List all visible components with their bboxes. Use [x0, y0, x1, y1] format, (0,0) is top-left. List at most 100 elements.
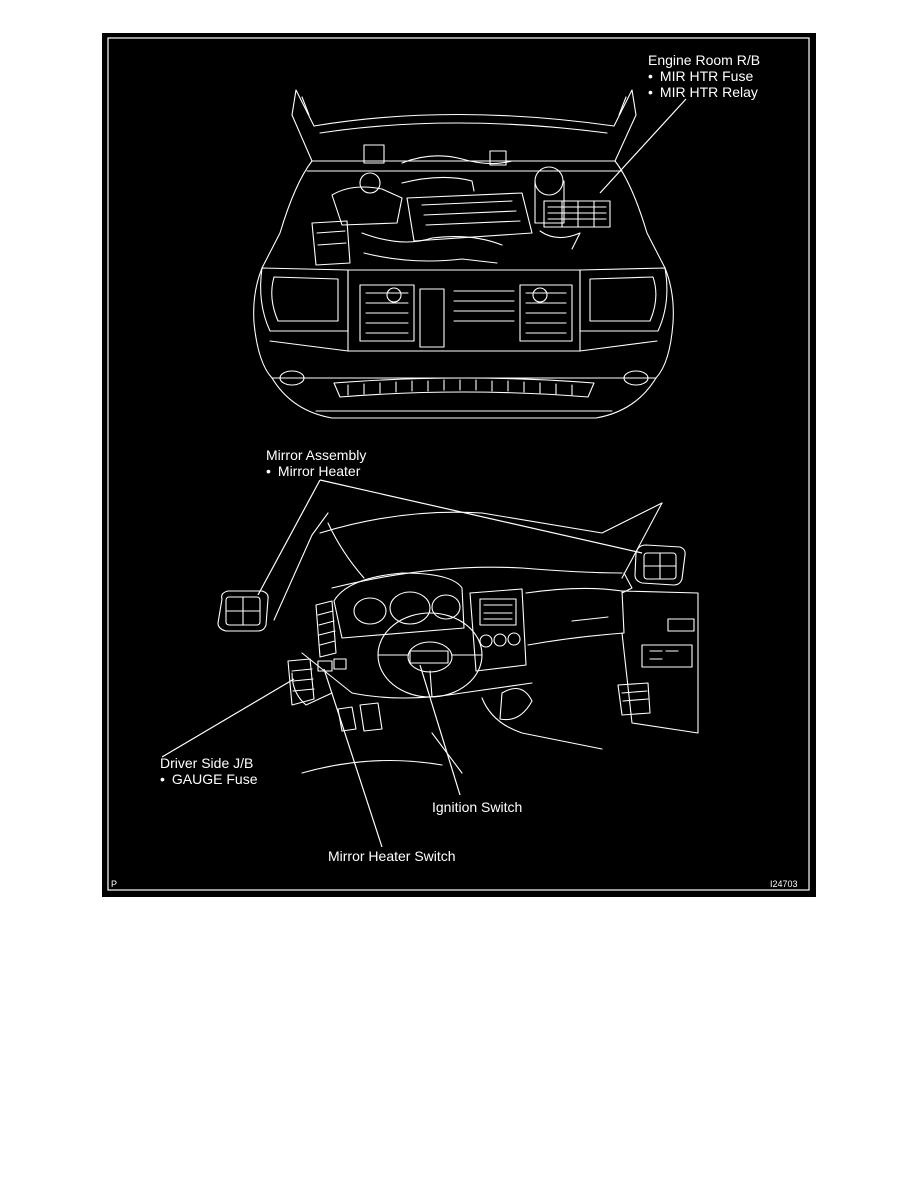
- floor-line: [481, 697, 603, 750]
- leader-ignition-switch: [419, 664, 461, 796]
- engine-intake-ribs: [421, 200, 521, 226]
- corner-code: P: [111, 879, 118, 889]
- leader-mirror-left: [257, 479, 321, 596]
- instrument-cluster-hood: [333, 572, 465, 639]
- gauge-right: [431, 594, 461, 620]
- ignition-switch-component: [409, 650, 449, 664]
- mirror-left-housing: [217, 590, 269, 632]
- battery: [311, 220, 351, 266]
- vehicle-front-illustration: [253, 89, 674, 419]
- mir-htr-fuse-item: MIR HTR Fuse: [648, 68, 760, 84]
- leader-mirror-heater-switch: [323, 668, 383, 848]
- door-handle-right: [667, 618, 695, 632]
- seat-edge: [301, 760, 443, 774]
- headlight-left: [260, 267, 349, 332]
- battery-detail: [316, 230, 347, 246]
- figure-id: I24703: [770, 879, 798, 889]
- engine-room-rb-component: [543, 200, 611, 228]
- bumper-lower: [271, 377, 657, 419]
- a-pillar-right: [621, 502, 663, 579]
- reservoir: [534, 180, 565, 224]
- leader-lines: [161, 98, 687, 848]
- engine-block: [406, 192, 533, 242]
- gauge-left: [353, 597, 387, 625]
- door-speaker: [617, 682, 651, 716]
- ignition-switch-label: Ignition Switch: [432, 799, 523, 815]
- pillar-inner-left: [327, 522, 365, 579]
- condenser-fins-left: [365, 292, 409, 334]
- condenser-left: [359, 284, 415, 342]
- glovebox-handle: [571, 616, 609, 622]
- hose-2: [401, 176, 475, 192]
- mirror-assembly-title: Mirror Assembly: [266, 447, 367, 463]
- component-location-diagram: [107, 37, 810, 891]
- condenser-fins-right: [525, 292, 567, 334]
- engine-part: [363, 144, 385, 164]
- door-speaker-grille: [621, 690, 649, 702]
- dashboard-illustration: [217, 502, 699, 774]
- lower-grille-slats: [347, 379, 573, 396]
- headlight-left-lens: [271, 276, 339, 322]
- fog-light-left: [279, 370, 305, 386]
- hood-right-edge: [613, 89, 637, 162]
- mirror-heater-switch-component: [317, 660, 333, 672]
- hvac-knob-1: [479, 634, 493, 648]
- hood-struts: [301, 96, 627, 116]
- radiator-core: [419, 288, 445, 348]
- radio-buttons: [483, 604, 513, 620]
- engine-part: [489, 150, 507, 166]
- headlight-right-lens: [589, 276, 657, 322]
- pedal-2: [359, 702, 383, 732]
- relay-block-base: [539, 230, 581, 250]
- mirror-assembly-label: Mirror Assembly Mirror Heater: [266, 447, 366, 479]
- gauge-center: [389, 591, 431, 625]
- horn-left: [386, 287, 402, 303]
- lower-grille: [333, 377, 595, 398]
- jb-fuse-rows: [291, 668, 315, 692]
- radiator-bars: [453, 290, 515, 322]
- relay-block-detail: [547, 200, 607, 228]
- air-cleaner: [331, 186, 403, 226]
- gauge-fuse-item: GAUGE Fuse: [160, 771, 258, 787]
- leader-engine-room-rb: [599, 98, 687, 194]
- mirror-right-housing: [634, 544, 686, 586]
- radio: [479, 598, 517, 626]
- center-stack: [469, 588, 527, 672]
- headlight-right: [579, 267, 668, 332]
- condenser-right: [519, 284, 573, 342]
- fog-light-right: [623, 370, 649, 386]
- leader-driver-side-jb: [161, 678, 295, 758]
- cap: [359, 172, 381, 194]
- dash-top: [331, 566, 623, 589]
- mirror-left-heater-grid: [225, 596, 261, 626]
- mir-htr-relay-item: MIR HTR Relay: [648, 84, 760, 100]
- lower-dash: [301, 652, 533, 699]
- left-vent: [315, 600, 337, 658]
- shifter-area: [499, 687, 533, 721]
- engine-room-rb-title: Engine Room R/B: [648, 52, 761, 68]
- fender-fronts: [253, 267, 674, 324]
- passenger-dash: [525, 587, 625, 646]
- mirror-heater-switch-label: Mirror Heater Switch: [328, 848, 456, 864]
- window-switches: [649, 650, 679, 660]
- left-vent-louvers: [317, 610, 336, 646]
- fender-left: [261, 160, 313, 269]
- driver-side-jb-component: [287, 658, 315, 706]
- kick-panel: [291, 672, 333, 706]
- hvac-knob-3: [507, 632, 521, 646]
- door-panel-right: [621, 590, 699, 734]
- a-pillar-left: [273, 512, 329, 621]
- pedal-1: [337, 706, 357, 732]
- hose: [401, 155, 513, 165]
- diagram-panel: Engine Room R/B MIR HTR Fuse MIR HTR Rel…: [102, 33, 816, 897]
- window-switch-panel: [641, 644, 693, 668]
- radiator-hose: [363, 252, 498, 264]
- horn-right: [532, 287, 548, 303]
- fender-right: [614, 160, 666, 269]
- hvac-knob-2: [493, 633, 507, 647]
- hood-left-edge: [291, 89, 315, 162]
- hood-top-edge: [313, 113, 615, 127]
- driver-side-jb-label: Driver Side J/B GAUGE Fuse: [160, 755, 258, 787]
- dash-switch: [333, 658, 347, 670]
- hood-inner-edge: [319, 122, 608, 134]
